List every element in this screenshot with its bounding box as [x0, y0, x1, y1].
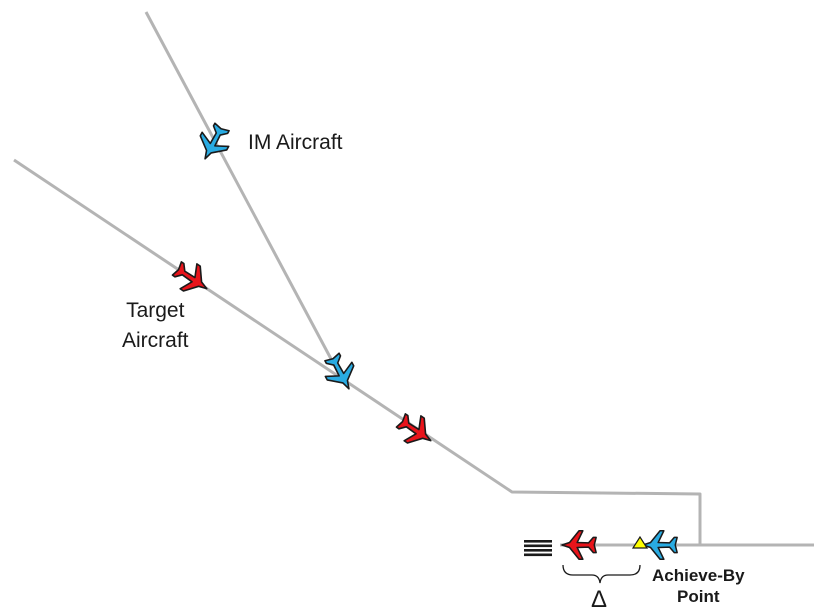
im-aircraft-final-airplane-icon	[642, 529, 678, 561]
achieve-by-point-triangle-marker-icon	[631, 535, 649, 549]
target-aircraft-path	[13, 158, 702, 544]
spacing-brace-icon	[562, 564, 641, 584]
target-aircraft-label-line-1: Target	[126, 299, 185, 322]
achieve-by-point-label-line-2: Point	[677, 587, 720, 606]
achieve-by-point-label: Achieve-By Point	[652, 565, 745, 607]
spacing-delta-label: Δ	[591, 586, 608, 613]
target-aircraft-airplane-icon	[167, 255, 216, 302]
im-aircraft-path	[144, 11, 340, 373]
runway-icon	[524, 540, 552, 557]
target-aircraft-label-line-2: Aircraft	[122, 329, 189, 352]
target-aircraft-final-airplane-icon	[561, 529, 597, 561]
target-aircraft-label: Target Aircraft	[122, 296, 189, 356]
im-aircraft-airplane-icon	[191, 119, 237, 167]
achieve-by-point-label-line-1: Achieve-By	[652, 566, 745, 585]
flight-paths	[13, 11, 814, 547]
im-aircraft-label: IM Aircraft	[248, 131, 343, 154]
target-aircraft-airplane-icon-2	[391, 407, 440, 454]
